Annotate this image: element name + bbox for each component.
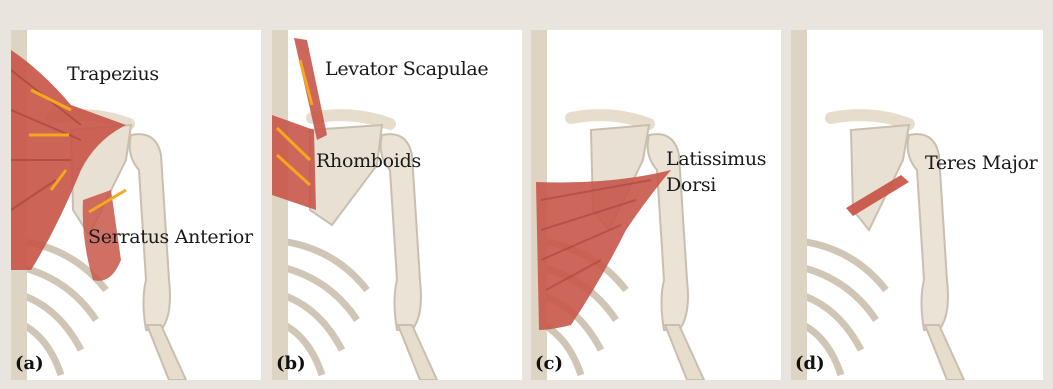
label-teres-major: Teres Major <box>925 152 1037 174</box>
panel-a: Trapezius Serratus Anterior (a) <box>11 30 261 380</box>
panel-b-illustration <box>272 30 522 380</box>
label-levator-scapulae: Levator Scapulae <box>325 58 488 80</box>
skeleton <box>791 30 964 380</box>
skeleton <box>272 30 437 380</box>
panel-d-illustration <box>791 30 1043 380</box>
label-trapezius: Trapezius <box>67 63 159 85</box>
label-rhomboids: Rhomboids <box>316 150 421 172</box>
panel-c: Latissimus Dorsi (c) <box>531 30 781 380</box>
label-serratus-anterior: Serratus Anterior <box>88 226 253 248</box>
panel-tag-d: (d) <box>795 353 825 374</box>
label-latissimus: Latissimus <box>666 148 766 170</box>
panel-tag-c: (c) <box>535 353 563 374</box>
panel-b: Levator Scapulae Rhomboids (b) <box>272 30 522 380</box>
panel-tag-a: (a) <box>15 353 44 374</box>
panel-c-illustration <box>531 30 781 380</box>
panel-tag-b: (b) <box>276 353 306 374</box>
panel-d: Teres Major (d) <box>791 30 1043 380</box>
label-dorsi: Dorsi <box>666 174 716 196</box>
